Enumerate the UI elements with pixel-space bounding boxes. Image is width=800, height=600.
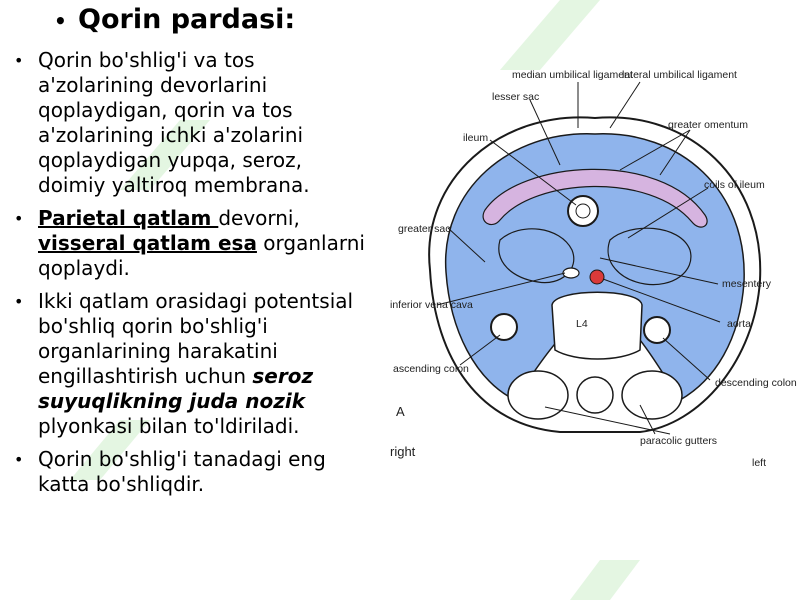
aorta-vessel <box>589 269 605 285</box>
label-coils-of-ileum: coils of ileum <box>704 179 765 191</box>
bullet-item: Parietal qatlam devorni, visseral qatlam… <box>12 206 367 281</box>
label-lateral-umbilical: lateral umbilical ligament <box>622 69 737 81</box>
label-inferior-vena-cava: inferior vena cava <box>390 299 473 311</box>
label-descending-colon: descending colon <box>715 377 797 389</box>
label-lesser-sac: lesser sac <box>492 91 539 103</box>
greater-omentum <box>482 168 708 228</box>
parietal-term: Parietal qatlam <box>38 206 219 230</box>
bullet-text: organlarni qoplaydi. <box>38 231 365 280</box>
title-bullet: • <box>54 8 67 33</box>
vertebra-label: L4 <box>576 318 588 330</box>
label-panel: A <box>396 404 405 419</box>
ileum-lumen <box>575 203 591 219</box>
bullet-text: plyonkasi bilan to'ldiriladi. <box>38 414 300 438</box>
slide-title: • Qorin pardasi: <box>54 4 295 35</box>
descending-colon <box>643 316 671 344</box>
bullet-item: Qorin bo'shlig'i va tos a'zolarining dev… <box>12 48 367 198</box>
muscle-right <box>621 370 683 420</box>
coils-right <box>607 227 692 286</box>
visseral-term: visseral qatlam esa <box>38 231 257 255</box>
bullet-text: Qorin bo'shlig'i va tos a'zolarining dev… <box>38 48 310 197</box>
label-ileum: ileum <box>463 132 488 144</box>
label-ascending-colon: ascending colon <box>393 363 469 375</box>
bullet-item: Qorin bo'shlig'i tanadagi eng katta bo's… <box>12 447 367 497</box>
ascending-colon <box>490 313 518 341</box>
seroz-term: seroz suyuqlikning juda nozik <box>38 364 314 413</box>
vertebra <box>551 291 643 360</box>
muscle-left <box>507 370 569 420</box>
label-greater-omentum: greater omentum <box>668 119 748 131</box>
bullet-text: Qorin bo'shlig'i tanadagi eng katta bo's… <box>38 447 326 496</box>
label-aorta: aorta <box>727 318 751 330</box>
label-mesentery: mesentery <box>722 278 772 290</box>
bullet-text: Ikki qatlam orasidagi potentsial bo'shli… <box>38 289 354 388</box>
label-paracolic-gutters: paracolic gutters <box>640 435 717 447</box>
bullet-item: Ikki qatlam orasidagi potentsial bo'shli… <box>12 289 367 439</box>
title-text: Qorin pardasi: <box>78 4 296 35</box>
label-median-umbilical: median umbilical ligament <box>512 69 633 81</box>
label-greater-sac: greater sac <box>398 223 451 235</box>
inferior-vena-cava <box>562 267 580 279</box>
label-left: left <box>752 457 766 469</box>
peritoneum-diagram: L4 median umbilical ligament lateral umb… <box>390 69 797 469</box>
bullet-list: Qorin bo'shlig'i va tos a'zolarining dev… <box>12 48 367 505</box>
muscle-center <box>576 376 614 414</box>
bullet-text: devorni, <box>218 206 300 230</box>
label-right: right <box>390 444 416 459</box>
